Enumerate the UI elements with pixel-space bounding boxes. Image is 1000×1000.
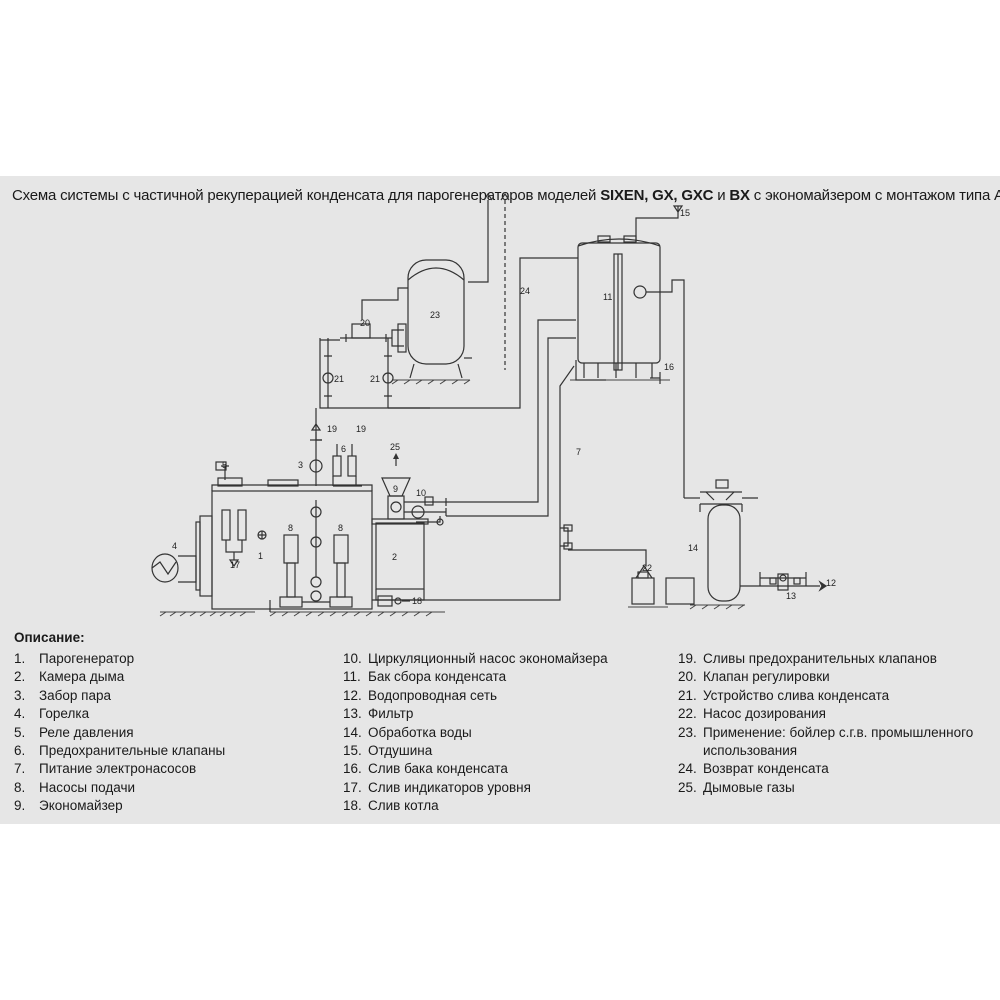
label-24: 24 [520, 286, 530, 296]
legend-item: 9.Экономайзер [14, 798, 123, 814]
label-8a: 8 [288, 523, 293, 533]
ground-hatch [159, 379, 745, 617]
label-9: 9 [393, 484, 398, 494]
label-23: 23 [430, 310, 440, 320]
smoke-chamber [375, 522, 425, 590]
legend-item: 11.Бак сбора конденсата [343, 669, 507, 685]
burner-icon [151, 553, 179, 583]
title-and: и [713, 187, 730, 204]
legend-item: 4.Горелка [14, 706, 90, 722]
label-11: 11 [603, 292, 612, 302]
legend-item: 25.Дымовые газы [678, 779, 795, 795]
label-7: 7 [576, 447, 581, 457]
legend-column-1: 1.Парогенератор 2.Камера дыма 3.Забор па… [14, 650, 225, 816]
legend-item: 8.Насосы подачи [14, 779, 136, 795]
label-21a: 21 [334, 374, 344, 384]
title-suffix: с экономайзером с монтажом типа А [749, 187, 1000, 204]
boiler-23 [407, 259, 465, 365]
title-prefix: Схема системы с частичной рекуперацией к… [12, 187, 601, 204]
dosing-pump-tank [631, 577, 655, 605]
label-15: 15 [680, 208, 690, 218]
system-schematic: 1 2 3 4 5 6 7 8 8 9 10 11 12 13 14 15 16… [151, 192, 836, 617]
label-5: 5 [222, 460, 227, 470]
title-model-last: BX [729, 187, 750, 204]
legend-item: 12.Водопроводная сеть [343, 687, 498, 703]
legend-item: 18.Слив котла [343, 798, 439, 814]
label-2: 2 [392, 552, 397, 562]
label-12: 12 [826, 578, 836, 588]
diagram-labels: 1 2 3 4 5 6 7 8 8 9 10 11 12 13 14 15 16… [172, 208, 836, 606]
label-21b: 21 [370, 374, 380, 384]
label-14: 14 [688, 543, 698, 553]
legend-item: 15.Отдушина [343, 743, 433, 759]
label-18: 18 [412, 596, 422, 606]
water-filter [777, 573, 789, 591]
label-16: 16 [664, 362, 674, 372]
legend-item: 14.Обработка воды [343, 724, 472, 740]
legend-column-3: 19.Сливы предохранительных клапанов 20.К… [678, 650, 1000, 797]
label-4: 4 [172, 541, 177, 551]
legend-item: 21.Устройство слива конденсата [678, 687, 890, 703]
label-19a: 19 [327, 424, 337, 434]
water-treatment-column [707, 504, 741, 602]
legend-item: 1.Парогенератор [14, 651, 135, 666]
legend-item: 17.Слив индикаторов уровня [343, 779, 531, 795]
label-17: 17 [230, 560, 240, 570]
legend-item: 24.Возврат конденсата [678, 761, 829, 777]
label-8b: 8 [338, 523, 343, 533]
reagent-tank [665, 577, 695, 605]
label-20: 20 [360, 318, 370, 328]
legend-item: 6.Предохранительные клапаны [14, 743, 226, 759]
label-3: 3 [298, 460, 303, 470]
title-models: SIXEN, GX, GXC [600, 187, 714, 204]
page-title: Схема системы с частичной рекуперацией к… [12, 186, 1000, 206]
legend-heading: Описание: [14, 630, 85, 645]
condensate-collecting-tank [577, 242, 661, 364]
diagram-panel [0, 176, 1000, 824]
label-22: 22 [642, 563, 652, 573]
legend-item: 10.Циркуляционный насос экономайзера [343, 651, 608, 666]
legend-item: 22.Насос дозирования [678, 706, 826, 722]
label-19b: 19 [356, 424, 366, 434]
legend-item: 3.Забор пара [14, 687, 111, 703]
label-10: 10 [416, 488, 426, 498]
legend-column-2: 10.Циркуляционный насос экономайзера 11.… [343, 650, 608, 816]
legend-item: 23.Применение: бойлер с.г.в. промышленно… [678, 724, 974, 759]
legend-item: 16.Слив бака конденсата [343, 761, 508, 777]
legend-item: 5.Реле давления [14, 724, 134, 740]
legend-item: 19.Сливы предохранительных клапанов [678, 651, 937, 666]
label-25: 25 [390, 442, 400, 452]
label-13: 13 [786, 591, 796, 601]
label-1: 1 [258, 551, 263, 561]
legend-item: 2.Камера дыма [14, 669, 125, 685]
legend-item: 7.Питание электронасосов [14, 761, 197, 777]
legend-item: 20.Клапан регулировки [678, 669, 830, 685]
legend-item: 13.Фильтр [343, 706, 414, 722]
label-6: 6 [341, 444, 346, 454]
